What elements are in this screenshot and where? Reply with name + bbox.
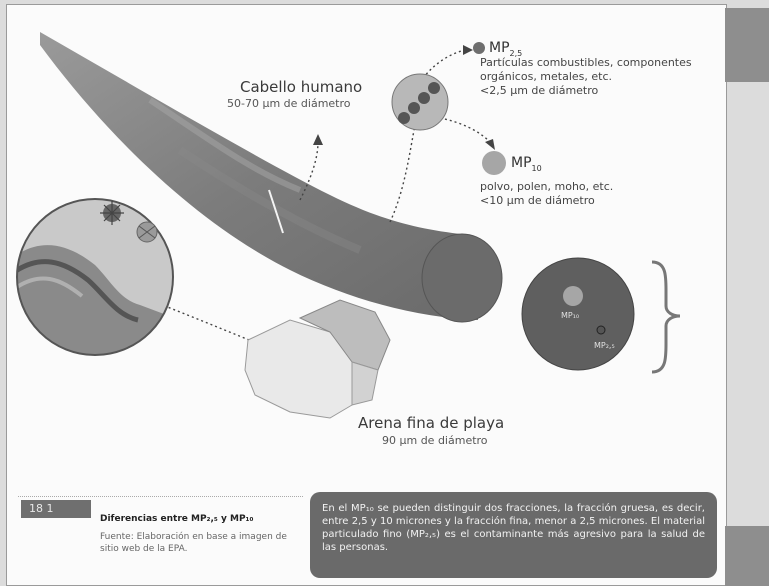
comparison-mp25-dot [597,326,605,334]
comparison-mp10-dot [563,286,583,306]
mp10-description: polvo, polen, moho, etc. <10 µm de diáme… [480,180,613,208]
caption-divider [18,496,303,497]
arrow-zoom-to-mp10 [440,118,490,142]
magnified-surface [10,190,180,360]
arrow-hair-to-zoom [390,125,415,222]
sand-label: Arena fina de playa [358,414,504,432]
curly-brace-shape [652,262,680,372]
figure-number-badge: 18 1 [21,500,91,518]
hair-cross-section [422,234,502,322]
sand-size-label: 90 µm de diámetro [382,434,488,447]
spore-icon [137,222,157,242]
comparison-label-mp10: MP₁₀ [561,311,579,320]
hair-label: Cabello humano [240,78,362,96]
sand-grain-shape [245,300,390,418]
mp10-title: MP10 [511,155,542,173]
callout-text: En el MP₁₀ se pueden distinguir dos frac… [322,503,705,553]
mp25-dot-icon [473,42,485,54]
mp10-dot-icon [482,151,506,175]
mp25-description: Partículas combustibles, componentes org… [480,56,692,98]
comparison-label-mp25: MP₂,₅ [594,341,615,350]
figure-source: Fuente: Elaboración en base a imagen de … [100,531,300,555]
figure-title: Diferencias entre MP₂,₅ y MP₁₀ [100,514,253,524]
info-callout: En el MP₁₀ se pueden distinguir dos frac… [310,492,717,578]
hair-size-label: 50-70 µm de diámetro [227,97,351,110]
